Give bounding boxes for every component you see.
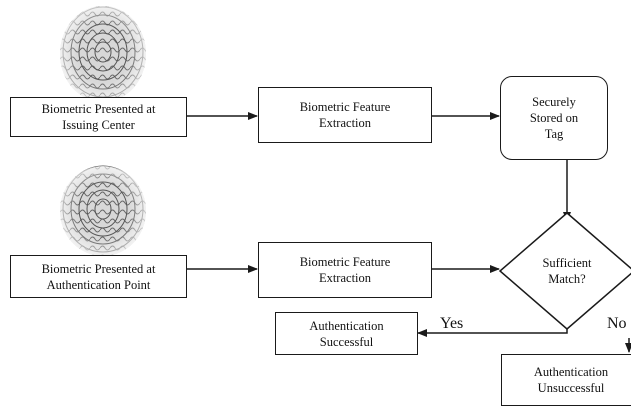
feature-extraction-box: Biometric Feature Extraction bbox=[258, 242, 432, 298]
biometric-issuing-box: Biometric Presented at Issuing Center bbox=[10, 97, 187, 137]
auth-unsuccessful-box: Authentication Unsuccessful bbox=[501, 354, 631, 406]
no-label: No bbox=[607, 315, 627, 332]
biometric-auth-point-box: Biometric Presented at Authentication Po… bbox=[10, 255, 187, 298]
node-text-line: Biometric Feature bbox=[299, 255, 391, 269]
decision-diamond bbox=[498, 212, 631, 330]
fingerprint-icon bbox=[60, 6, 146, 102]
node-text-line: Issuing Center bbox=[62, 118, 135, 132]
node-text-line: Authentication Point bbox=[46, 277, 151, 292]
node-text-line: Authentication bbox=[533, 365, 609, 379]
node-text-line: Stored on bbox=[529, 111, 579, 125]
decision-label: Sufficient Match? bbox=[517, 255, 617, 287]
auth-successful-box: Authentication Successful bbox=[275, 312, 418, 355]
node-text-line: Tag bbox=[544, 127, 564, 141]
yes-label: Yes bbox=[440, 315, 464, 332]
node-text-line: Authentication bbox=[309, 318, 384, 333]
node-text-line: Extraction bbox=[318, 116, 372, 130]
node-text-line: Match? bbox=[548, 272, 586, 286]
node-text-line: Successful bbox=[319, 334, 374, 349]
node-text-line: Biometric Feature bbox=[299, 100, 391, 114]
node-text-line: Biometric Presented at bbox=[41, 261, 156, 276]
node-text-line: Unsuccessful bbox=[537, 381, 605, 395]
feature-extraction-box: Biometric Feature Extraction bbox=[258, 87, 432, 143]
fingerprint-icon bbox=[60, 165, 146, 256]
node-text-line: Biometric Presented at bbox=[41, 102, 156, 116]
node-text-line: Sufficient bbox=[542, 256, 592, 270]
stored-on-tag-box: Securely Stored on Tag bbox=[500, 76, 608, 160]
node-text-line: Extraction bbox=[318, 271, 372, 285]
node-text-line: Securely bbox=[532, 95, 576, 109]
